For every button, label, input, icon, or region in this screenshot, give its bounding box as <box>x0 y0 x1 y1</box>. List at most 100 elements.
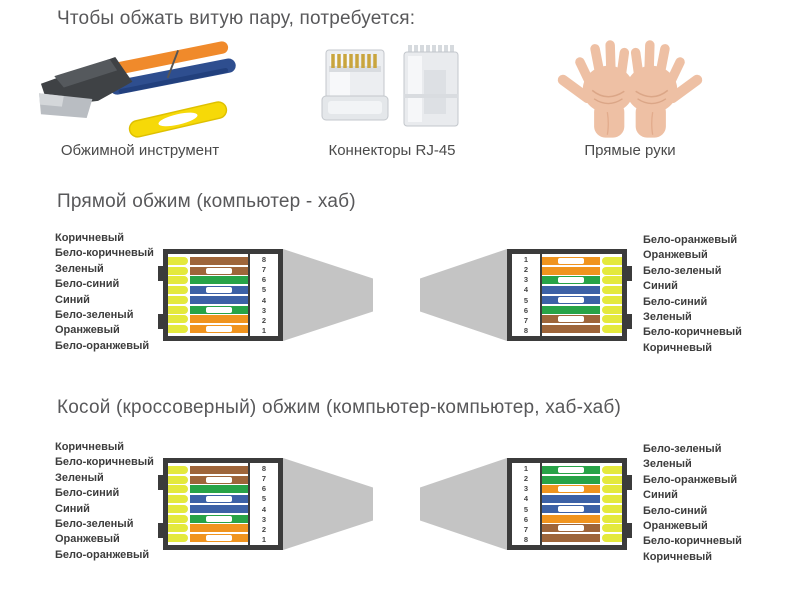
wire-row <box>168 495 248 504</box>
wire-jacket-stub <box>602 485 622 494</box>
wire-brown <box>542 534 600 543</box>
wire-row <box>542 286 622 295</box>
wire-jacket-stub <box>168 534 188 543</box>
wire-row <box>542 514 622 523</box>
wire-white-green <box>542 465 600 474</box>
pin-number: 7 <box>261 265 267 275</box>
wire-white-green <box>190 305 248 314</box>
wire-jacket-stub <box>602 514 622 523</box>
wire-jacket-stub <box>168 266 188 275</box>
wire-row <box>168 524 248 533</box>
wire-jacket-stub <box>602 315 622 324</box>
pin-number: 8 <box>261 464 267 474</box>
pin-number: 4 <box>523 494 529 504</box>
wire-label: Бело-оранжевый <box>643 473 738 486</box>
wire-blue <box>190 504 248 513</box>
wire-white-green <box>542 276 600 285</box>
hands-label: Прямые руки <box>584 142 676 159</box>
wire-row <box>542 305 622 314</box>
wire-orange <box>190 524 248 533</box>
wire-label: Бело-синий <box>55 487 120 500</box>
wire-orange <box>542 266 600 275</box>
wire-label: Бело-коричневый <box>55 456 154 469</box>
wire-white-stripe <box>206 306 232 313</box>
wire-label: Коричневый <box>643 341 712 354</box>
tool-connectors: Коннекторы RJ-45 <box>312 38 472 159</box>
wire-row <box>542 534 622 543</box>
connector-latch-tab <box>626 266 632 281</box>
wire-white-stripe <box>206 267 232 274</box>
pin-number: 5 <box>523 504 529 514</box>
wire-label: Синий <box>643 280 678 293</box>
wire-white-stripe <box>558 466 584 473</box>
pin-number: 8 <box>523 534 529 544</box>
wire-jacket-stub <box>168 495 188 504</box>
pin-number: 5 <box>261 494 267 504</box>
wire-jacket-stub <box>602 276 622 285</box>
wire-row <box>168 315 248 324</box>
wire-jacket-stub <box>168 315 188 324</box>
heading-straight-crimp: Прямой обжим (компьютер - хаб) <box>57 191 356 212</box>
wire-jacket-stub <box>168 465 188 474</box>
connector-latch-tab <box>626 314 632 329</box>
pin-number: 7 <box>523 524 529 534</box>
wire-label: Бело-оранжевый <box>643 234 738 246</box>
wire-row <box>168 485 248 494</box>
wire-row <box>542 295 622 304</box>
wire-white-stripe <box>558 316 584 323</box>
wire-orange <box>190 315 248 324</box>
wire-white-stripe <box>558 505 584 512</box>
wire-brown <box>190 465 248 474</box>
connector-latch-tab <box>158 314 164 329</box>
pin-number: 4 <box>261 504 267 514</box>
wire-jacket-stub <box>602 256 622 265</box>
wire-blue <box>542 495 600 504</box>
pin-number: 8 <box>261 255 267 265</box>
wires <box>542 463 622 545</box>
wire-jacket-stub <box>602 325 622 334</box>
cable-right <box>420 249 507 341</box>
wire-white-blue <box>190 495 248 504</box>
wire-white-brown <box>190 266 248 275</box>
wire-white-orange <box>190 534 248 543</box>
wire-label: Синий <box>55 502 90 515</box>
wire-orange <box>542 514 600 523</box>
wire-green <box>542 475 600 484</box>
wire-row <box>168 504 248 513</box>
wire-label: Бело-зеленый <box>55 518 134 531</box>
wire-white-stripe <box>206 476 232 483</box>
wire-jacket-stub <box>602 534 622 543</box>
wire-row <box>542 266 622 275</box>
wire-white-stripe <box>558 257 584 264</box>
wire-label: Бело-коричневый <box>643 535 742 548</box>
wire-white-orange <box>542 485 600 494</box>
wire-jacket-stub <box>168 524 188 533</box>
wire-white-stripe <box>206 496 232 503</box>
rj45-connectors-label: Коннекторы RJ-45 <box>328 142 456 159</box>
wire-label: Бело-зеленый <box>55 309 134 322</box>
wire-label: Коричневый <box>55 232 124 244</box>
wire-label: Коричневый <box>643 550 712 563</box>
connector-latch-tab <box>158 475 164 490</box>
heading-crossover-crimp: Косой (кроссоверный) обжим (компьютер-ко… <box>57 397 621 418</box>
pin-number: 3 <box>261 305 267 315</box>
wire-label: Синий <box>55 293 90 306</box>
wire-row <box>168 305 248 314</box>
hands-image <box>545 38 715 138</box>
wire-row <box>168 295 248 304</box>
wire-label: Синий <box>643 489 678 502</box>
wire-brown <box>190 256 248 265</box>
wire-white-blue <box>542 295 600 304</box>
connector-latch-tab <box>626 523 632 538</box>
wire-row <box>168 475 248 484</box>
wire-row <box>168 325 248 334</box>
wire-jacket-stub <box>602 266 622 275</box>
wire-label: Бело-коричневый <box>643 326 742 339</box>
pin-number: 2 <box>523 265 529 275</box>
